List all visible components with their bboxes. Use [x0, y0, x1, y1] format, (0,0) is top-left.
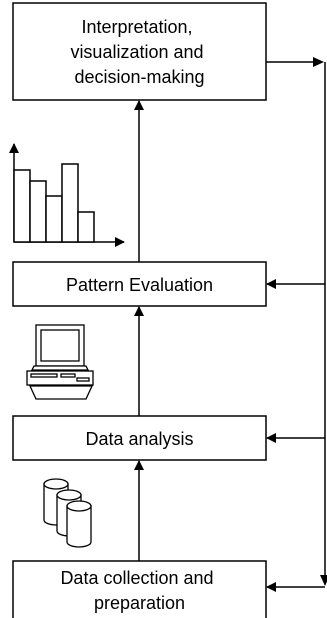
- interpretation-label-line-3: decision-making: [74, 67, 204, 87]
- svg-text:Data collection and prepar: Data collection and preparation: [60, 568, 218, 613]
- data-analysis-label: Data analysis: [85, 429, 193, 449]
- database-stack-icon: [43, 478, 92, 548]
- pattern-evaluation-box: [12, 261, 267, 307]
- interpretation-label-line-1: Interpretation,: [81, 17, 192, 37]
- data-collection-label-line-1: Data collection and: [60, 568, 213, 588]
- feedback-out-arrowhead: [313, 57, 324, 67]
- interpretation-box: [12, 2, 267, 101]
- interpretation-label-line-2: visualization and: [70, 42, 203, 62]
- svg-text:Interpretation, visualizat: Interpretation, visualization and decisi…: [70, 17, 208, 87]
- pattern-evaluation-label: Pattern Evaluation: [66, 275, 213, 295]
- bar-chart-icon: [9, 143, 125, 247]
- computer-icon: [26, 324, 94, 400]
- data-collection-label-line-2: preparation: [94, 593, 185, 613]
- feedback-down-arrowhead: [320, 575, 327, 586]
